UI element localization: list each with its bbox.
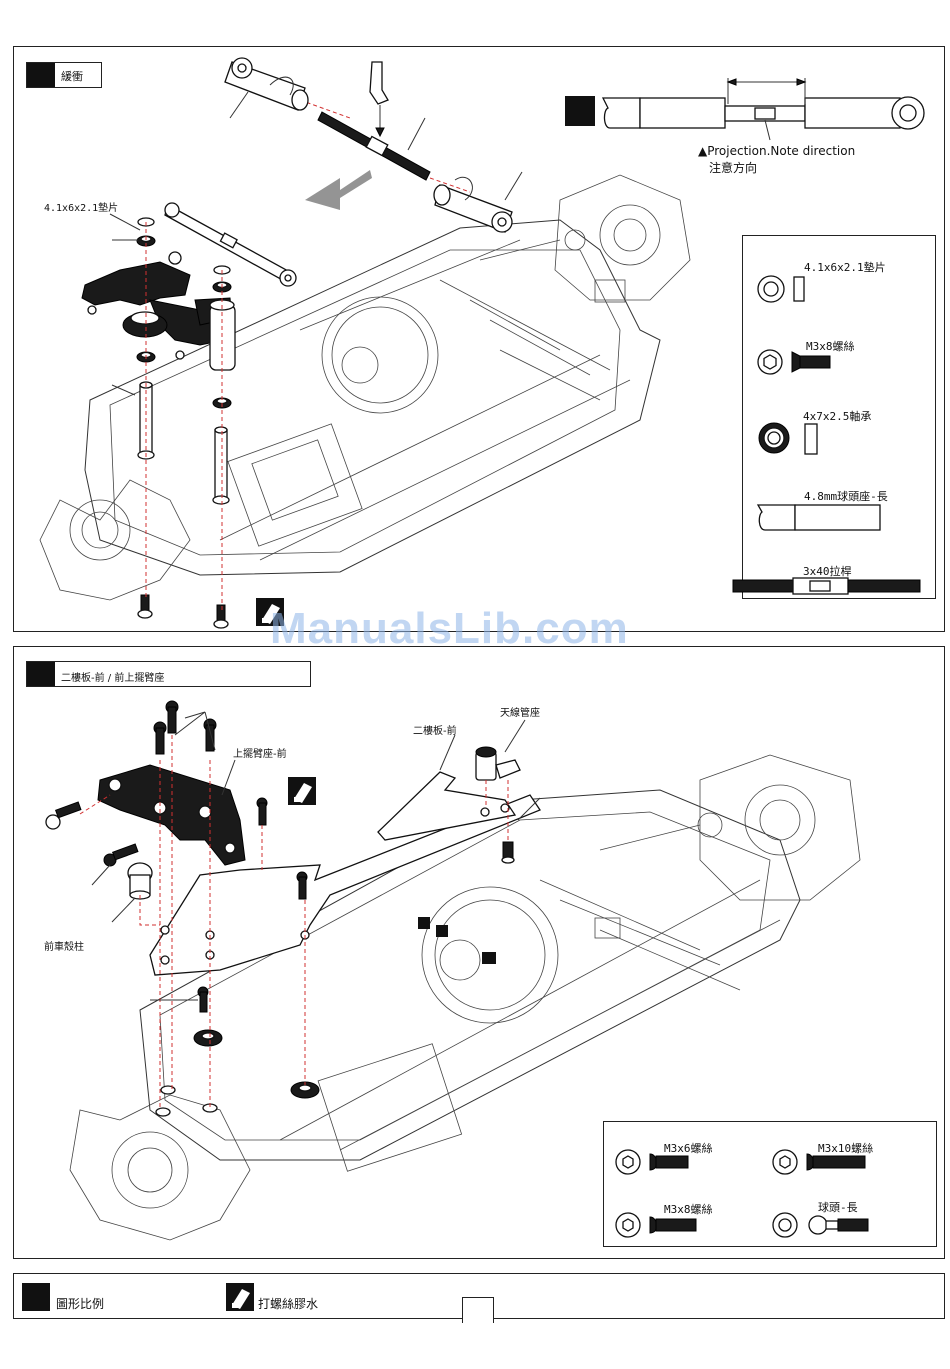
footer-threadlock-label: 打螺絲膠水 <box>258 1295 318 1312</box>
page-number-tab <box>462 1297 494 1323</box>
